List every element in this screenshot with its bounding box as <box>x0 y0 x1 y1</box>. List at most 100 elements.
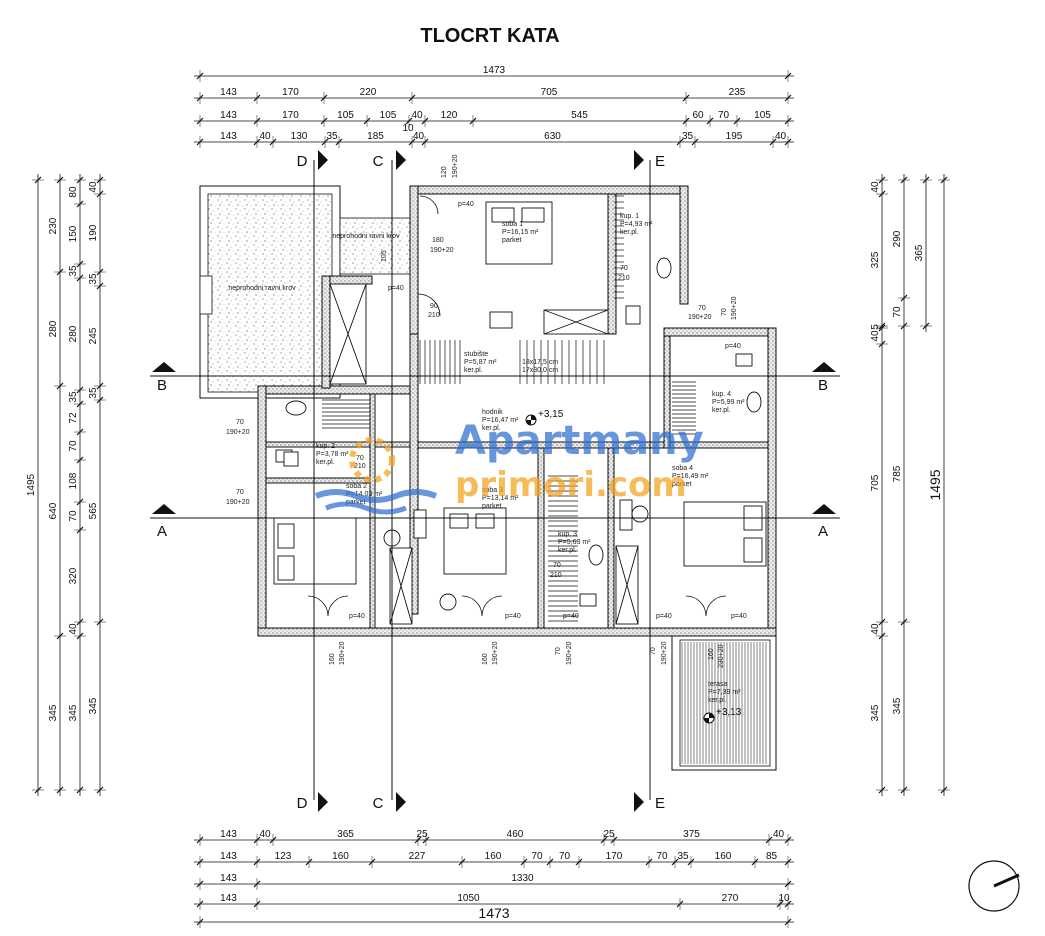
opening-labels: 120 190+20 p=40 180 190+20 90 210 70 210… <box>226 154 747 668</box>
watermark-logo: Apartmany primori.com <box>314 418 704 515</box>
dimension-label: 230 <box>48 217 59 234</box>
dimension-label: 1050 <box>457 893 480 904</box>
stairs <box>322 195 696 622</box>
room-area: P=4,93 m² <box>620 221 653 228</box>
dimension-label: 365 <box>337 829 354 840</box>
section-e-top: E <box>655 153 665 170</box>
room-name: stubište <box>464 351 488 358</box>
dimension-label: 345 <box>68 704 79 721</box>
roof-label-1: neprohodni ravni krov <box>228 285 296 292</box>
svg-text:70: 70 <box>236 419 244 426</box>
svg-text:160: 160 <box>482 653 489 665</box>
dimension-label: 143 <box>220 110 237 121</box>
svg-text:70: 70 <box>236 489 244 496</box>
room-name: terasa <box>708 681 728 688</box>
dimension-label: 565 <box>88 502 99 519</box>
section-lines <box>150 160 840 800</box>
dimension-label: 325 <box>870 251 881 268</box>
dimension-label: 70 <box>656 851 668 862</box>
room-area: P=13,14 m² <box>482 495 519 502</box>
level-markers: +3,15 +3,13 <box>525 409 742 724</box>
dimension-label: 185 <box>367 131 384 142</box>
north-arrow-icon <box>968 860 1020 912</box>
dimension-label: 10 <box>778 893 790 904</box>
dimension-label: 40 <box>413 131 425 142</box>
svg-text:190+20: 190+20 <box>731 296 738 320</box>
room-name: kup. 1 <box>620 213 639 220</box>
plan-title: TLOCRT KATA <box>420 25 559 47</box>
room-name: kup. 2 <box>316 443 335 450</box>
dimension-label: 345 <box>892 697 903 714</box>
terrace <box>671 635 777 771</box>
svg-text:p=40: p=40 <box>388 285 404 292</box>
dimension-label: 25 <box>603 829 615 840</box>
svg-text:190+20: 190+20 <box>452 154 459 178</box>
svg-text:180: 180 <box>432 237 444 244</box>
dimension-label: 35 <box>326 131 338 142</box>
room-area: P=3,78 m² <box>316 451 349 458</box>
watermark-text-1: Apartmany <box>455 418 704 464</box>
dimension-label: 375 <box>683 829 700 840</box>
section-a-left: A <box>157 523 167 540</box>
dimension-label: 120 <box>441 110 458 121</box>
dimension-label: 40 <box>88 181 99 193</box>
dimension-label: 640 <box>48 502 59 519</box>
svg-text:p=40: p=40 <box>563 613 579 620</box>
room-area: P=14,03 m² <box>346 491 383 498</box>
room-floor: parket <box>672 481 692 488</box>
section-b-left: B <box>157 377 167 394</box>
svg-text:70: 70 <box>620 265 628 272</box>
dimension-label: 1495 <box>927 469 943 500</box>
roof-label-2: neprohodni ravni krov <box>332 233 400 240</box>
svg-text:70: 70 <box>553 562 561 569</box>
svg-text:210: 210 <box>550 572 562 579</box>
dimension-label: 290 <box>892 230 903 247</box>
dimension-label: 190 <box>88 224 99 241</box>
stair-spec-1: 18x17,5 cm <box>522 359 558 366</box>
svg-text:p=40: p=40 <box>656 613 672 620</box>
dimension-label: 170 <box>282 110 299 121</box>
dimension-label: 365 <box>914 244 925 261</box>
dimension-label: 705 <box>541 87 558 98</box>
room-name: hodnik <box>482 409 503 416</box>
door-arcs <box>307 195 727 617</box>
dimension-label: 70 <box>68 510 79 522</box>
section-c-top: C <box>373 153 384 170</box>
dimension-label: 40 <box>259 829 271 840</box>
dimension-label: 143 <box>220 893 237 904</box>
dimension-label: 705 <box>870 474 881 491</box>
room-floor: ker.pl. <box>708 697 727 704</box>
room-area: P=5,87 m² <box>464 359 497 366</box>
dimension-label: 245 <box>88 327 99 344</box>
section-d-top: D <box>297 153 308 170</box>
room-area: P=16,49 m² <box>672 473 709 480</box>
svg-text:190+20: 190+20 <box>430 247 454 254</box>
svg-text:p=40: p=40 <box>349 613 365 620</box>
dimension-label: 35 <box>88 387 99 399</box>
svg-text:230+20: 230+20 <box>718 644 725 668</box>
dimension-label: 60 <box>692 110 704 121</box>
dimension-label: 270 <box>722 893 739 904</box>
dimension-label: 195 <box>726 131 743 142</box>
dimension-label: 25 <box>416 829 428 840</box>
dimension-label: 345 <box>870 704 881 721</box>
dimension-label: 105 <box>754 110 771 121</box>
section-a-right: A <box>818 523 828 540</box>
dimension-label: 143 <box>220 131 237 142</box>
svg-text:190+20: 190+20 <box>492 641 499 665</box>
dimension-label: 85 <box>766 851 778 862</box>
dimension-label: 80 <box>68 186 79 198</box>
room-area: P=16,47 m² <box>482 417 519 424</box>
room-floor: ker.pl. <box>464 367 483 374</box>
dimension-lines <box>32 70 950 928</box>
svg-text:210: 210 <box>428 312 440 319</box>
dimension-label: 630 <box>544 131 561 142</box>
dimension-label: 40 <box>870 623 881 635</box>
dimension-label: 220 <box>360 87 377 98</box>
room-area: P=7,39 m² <box>708 689 741 696</box>
room-name: soba 3 <box>482 487 503 494</box>
level-hodnik: +3,15 <box>538 409 564 420</box>
dimension-label: 160 <box>332 851 349 862</box>
